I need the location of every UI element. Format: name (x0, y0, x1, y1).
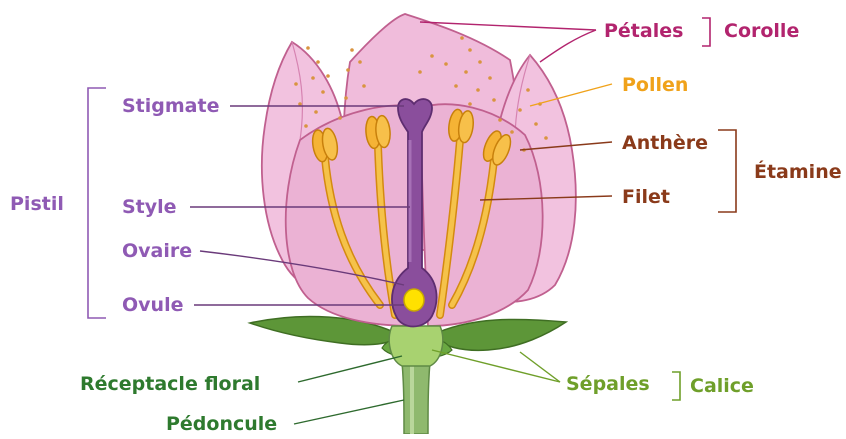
peduncle-stem (402, 362, 430, 434)
label-ovule: Ovule (122, 294, 183, 316)
label-petales: Pétales (604, 20, 683, 42)
label-anthere: Anthère (622, 132, 708, 154)
ovule (404, 289, 424, 311)
label-pedoncule: Pédoncule (166, 413, 277, 434)
label-filet: Filet (622, 186, 670, 208)
receptacle (389, 326, 443, 366)
label-sepales: Sépales (566, 373, 650, 395)
pistil-bracket (88, 88, 106, 318)
label-ovaire: Ovaire (122, 240, 192, 262)
label-style: Style (122, 196, 177, 218)
etamine-bracket (718, 130, 736, 212)
label-calice: Calice (690, 375, 754, 397)
calice-bracket (672, 372, 680, 400)
corolle-bracket (702, 18, 710, 46)
anther-2 (365, 115, 392, 149)
label-receptacle: Réceptacle floral (80, 373, 260, 395)
label-corolle: Corolle (724, 20, 799, 42)
label-stigmate: Stigmate (122, 95, 219, 117)
label-pollen: Pollen (622, 74, 688, 96)
label-pistil: Pistil (10, 193, 64, 215)
label-etamine: Étamine (754, 160, 842, 183)
